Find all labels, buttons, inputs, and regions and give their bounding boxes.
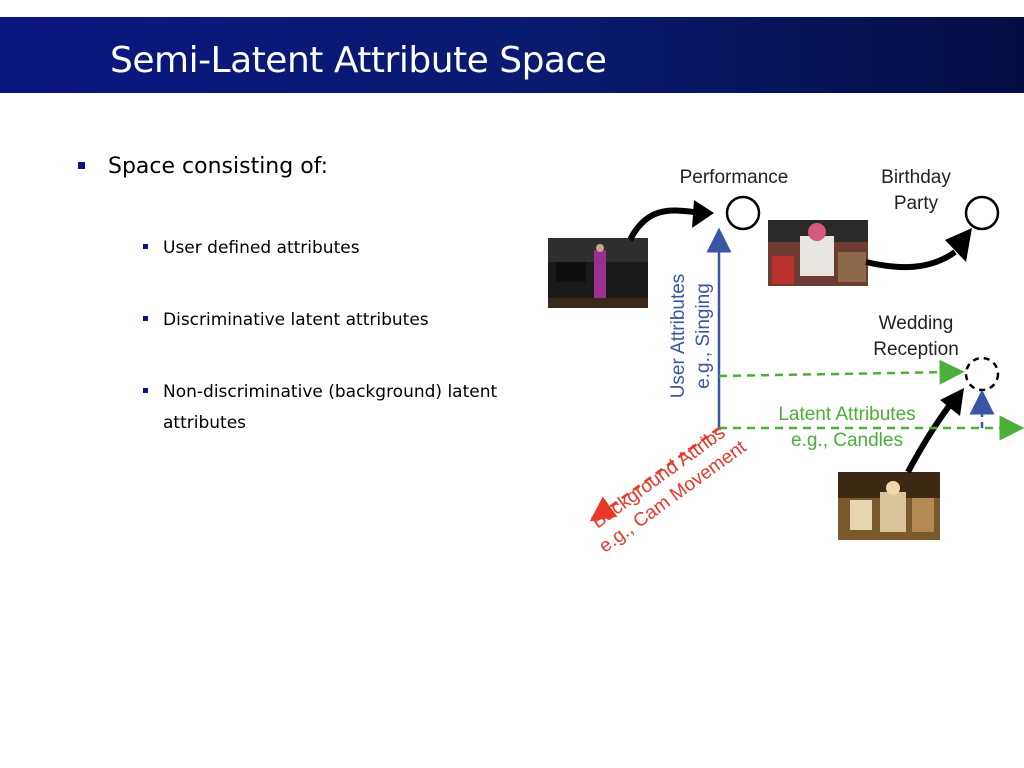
birthday-photo: [768, 220, 868, 286]
performance-label: Performance: [680, 167, 789, 188]
sub-bullet-user-defined: User defined attributes: [163, 238, 360, 258]
user-attributes-example: e.g., Singing: [693, 283, 714, 389]
wedding-arrowhead-icon: [940, 388, 964, 416]
sub-bullet-discriminative: Discriminative latent attributes: [163, 310, 429, 330]
performance-node: [725, 195, 761, 231]
latent-attributes-label: Latent Attributes: [778, 404, 915, 425]
wedding-node: [964, 356, 1000, 392]
bullet-main: Space consisting of:: [108, 154, 329, 179]
wedding-label-line2: Reception: [873, 339, 959, 360]
birthday-node: [964, 195, 1000, 231]
background-attributes-axis: [589, 426, 720, 522]
latent-attributes-example: e.g., Candles: [791, 430, 903, 451]
performance-arrowhead-icon: [692, 200, 714, 228]
sub-bullet-marker-icon: [143, 244, 148, 249]
wedding-arrow: [905, 400, 955, 474]
bullet-marker-icon: [78, 162, 85, 169]
birthday-arrowhead-icon: [945, 228, 972, 262]
birthday-label-line1: Birthday: [881, 167, 951, 188]
birthday-label-line2: Party: [894, 193, 939, 214]
wedding-photo: [838, 472, 940, 540]
sub-bullet-marker-icon: [143, 388, 148, 393]
sub-bullet-marker-icon: [143, 316, 148, 321]
sub-bullet-non-discriminative: Non-discriminative (background) latent a…: [163, 382, 498, 433]
user-attributes-label: User Attributes: [668, 274, 689, 399]
slide-title-bar: Semi-Latent Attribute Space: [0, 17, 1024, 93]
birthday-arrow: [865, 249, 957, 271]
wedding-label-line1: Wedding: [879, 313, 954, 334]
performance-photo: [548, 238, 648, 308]
wedding-latent-projection: [718, 359, 965, 385]
background-attributes-label-group: Background Attribs e.g., Cam Movement: [588, 422, 751, 557]
slide-title: Semi-Latent Attribute Space: [110, 40, 607, 81]
user-attributes-label-group: User Attributes e.g., Singing: [668, 274, 714, 399]
